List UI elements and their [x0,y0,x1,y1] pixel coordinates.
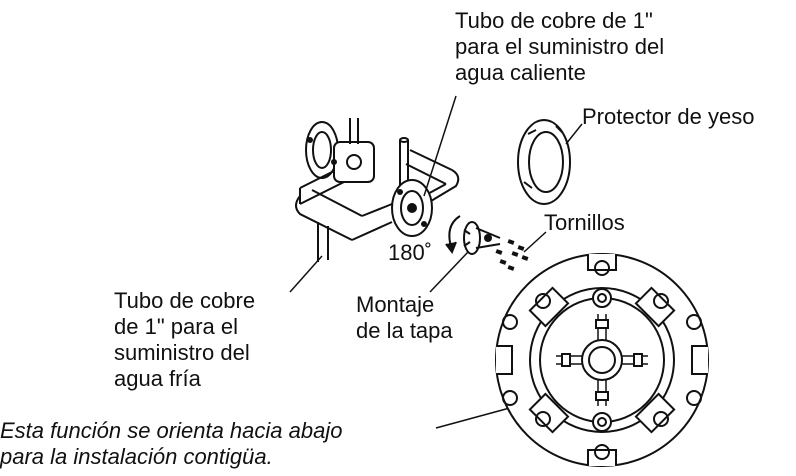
screws [495,239,529,271]
cover-assembly-label: Montaje de la tapa [356,292,453,343]
cold-pipe-label: Tubo de cobre de 1" para el suministro d… [114,288,256,391]
mounting-plate-detail [495,253,709,467]
plaster-guard [517,119,571,205]
installation-note: Esta función se orienta hacia abajo para… [0,418,343,469]
valve-assembly [295,118,460,262]
cover-assembly [463,221,501,255]
screws-label: Tornillos [544,210,625,235]
plaster-guard-label: Protector de yeso [582,104,755,129]
rotation-arrow [445,215,461,255]
rotation-label: 180˚ [388,240,433,265]
hot-pipe-label: Tubo de cobre de 1" para el suministro d… [455,8,665,85]
